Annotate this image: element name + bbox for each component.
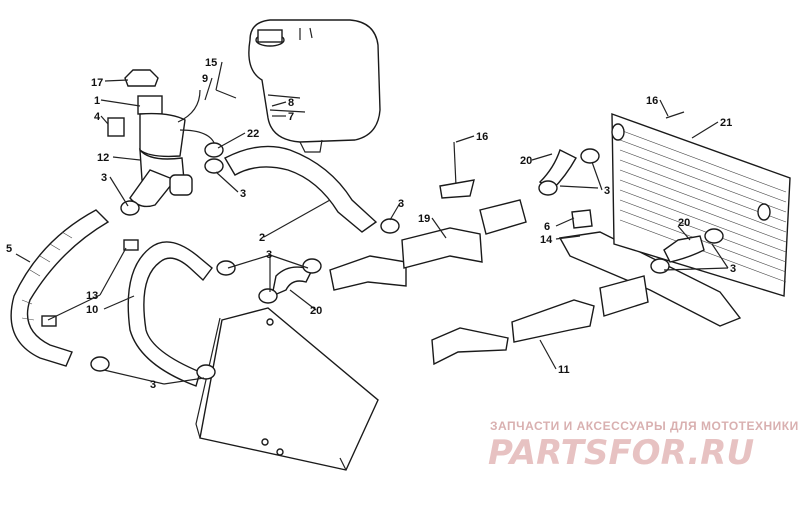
clamps bbox=[41, 142, 724, 380]
bracket-6 bbox=[571, 209, 593, 229]
callout-3-a: 3 bbox=[101, 172, 107, 184]
callout-15: 15 bbox=[205, 57, 217, 69]
callout-13: 13 bbox=[86, 290, 98, 302]
callout-16-b: 16 bbox=[646, 95, 658, 107]
callout-4: 4 bbox=[94, 111, 101, 123]
hose-left-long bbox=[10, 209, 110, 367]
radiator bbox=[611, 112, 791, 297]
callout-numbers: 17 1 4 12 3 15 9 8 7 22 3 2 3 16 19 20 3… bbox=[6, 57, 736, 391]
callout-21: 21 bbox=[720, 117, 732, 129]
callout-16-a: 16 bbox=[476, 131, 488, 143]
lower-shroud bbox=[195, 307, 379, 471]
callout-7: 7 bbox=[288, 111, 294, 123]
hose-10 bbox=[127, 241, 213, 387]
callout-18: 19 bbox=[418, 213, 430, 225]
callout-2: 2 bbox=[259, 232, 265, 244]
callout-3-c: 3 bbox=[398, 198, 404, 210]
callout-3-d: 3 bbox=[604, 185, 610, 197]
exchanger-segments bbox=[329, 199, 742, 366]
callout-3-e: 3 bbox=[730, 263, 736, 275]
rod-16-right bbox=[665, 111, 685, 119]
callout-8: 8 bbox=[288, 97, 294, 109]
callout-3-b: 3 bbox=[240, 188, 246, 200]
watermark-logo: PARTSFOR.RU bbox=[488, 433, 754, 473]
callout-9: 9 bbox=[202, 73, 208, 85]
watermark-tagline: ЗАПЧАСТИ И АКСЕССУАРЫ ДЛЯ МОТОТЕХНИКИ bbox=[490, 419, 799, 433]
upper-hose bbox=[224, 145, 378, 233]
callout-12: 12 bbox=[97, 152, 109, 164]
watermark: ЗАПЧАСТИ И АКСЕССУАРЫ ДЛЯ МОТОТЕХНИКИ PA… bbox=[488, 419, 799, 473]
callout-1: 1 bbox=[94, 95, 100, 107]
callout-14: 14 bbox=[540, 234, 553, 246]
hose-19 bbox=[271, 266, 313, 298]
callout-22: 22 bbox=[247, 128, 259, 140]
callout-6: 6 bbox=[544, 221, 550, 233]
callout-11: 11 bbox=[558, 364, 570, 376]
callout-5: 5 bbox=[6, 243, 12, 255]
callout-10: 10 bbox=[86, 304, 98, 316]
callout-19: 20 bbox=[310, 305, 322, 317]
surge-bottle bbox=[107, 69, 216, 208]
leader-lines bbox=[15, 61, 729, 385]
callout-3-f: 3 bbox=[266, 249, 272, 261]
bolt-15 bbox=[215, 89, 237, 99]
coolant-tank bbox=[248, 19, 381, 153]
hose-20-lower bbox=[663, 235, 705, 263]
rod-16-center bbox=[453, 141, 457, 187]
callout-17: 17 bbox=[91, 77, 103, 89]
callout-20-b: 20 bbox=[678, 217, 690, 229]
callout-3-g: 3 bbox=[150, 379, 156, 391]
callout-20-a: 20 bbox=[520, 155, 532, 167]
bracket-16 bbox=[439, 179, 475, 199]
